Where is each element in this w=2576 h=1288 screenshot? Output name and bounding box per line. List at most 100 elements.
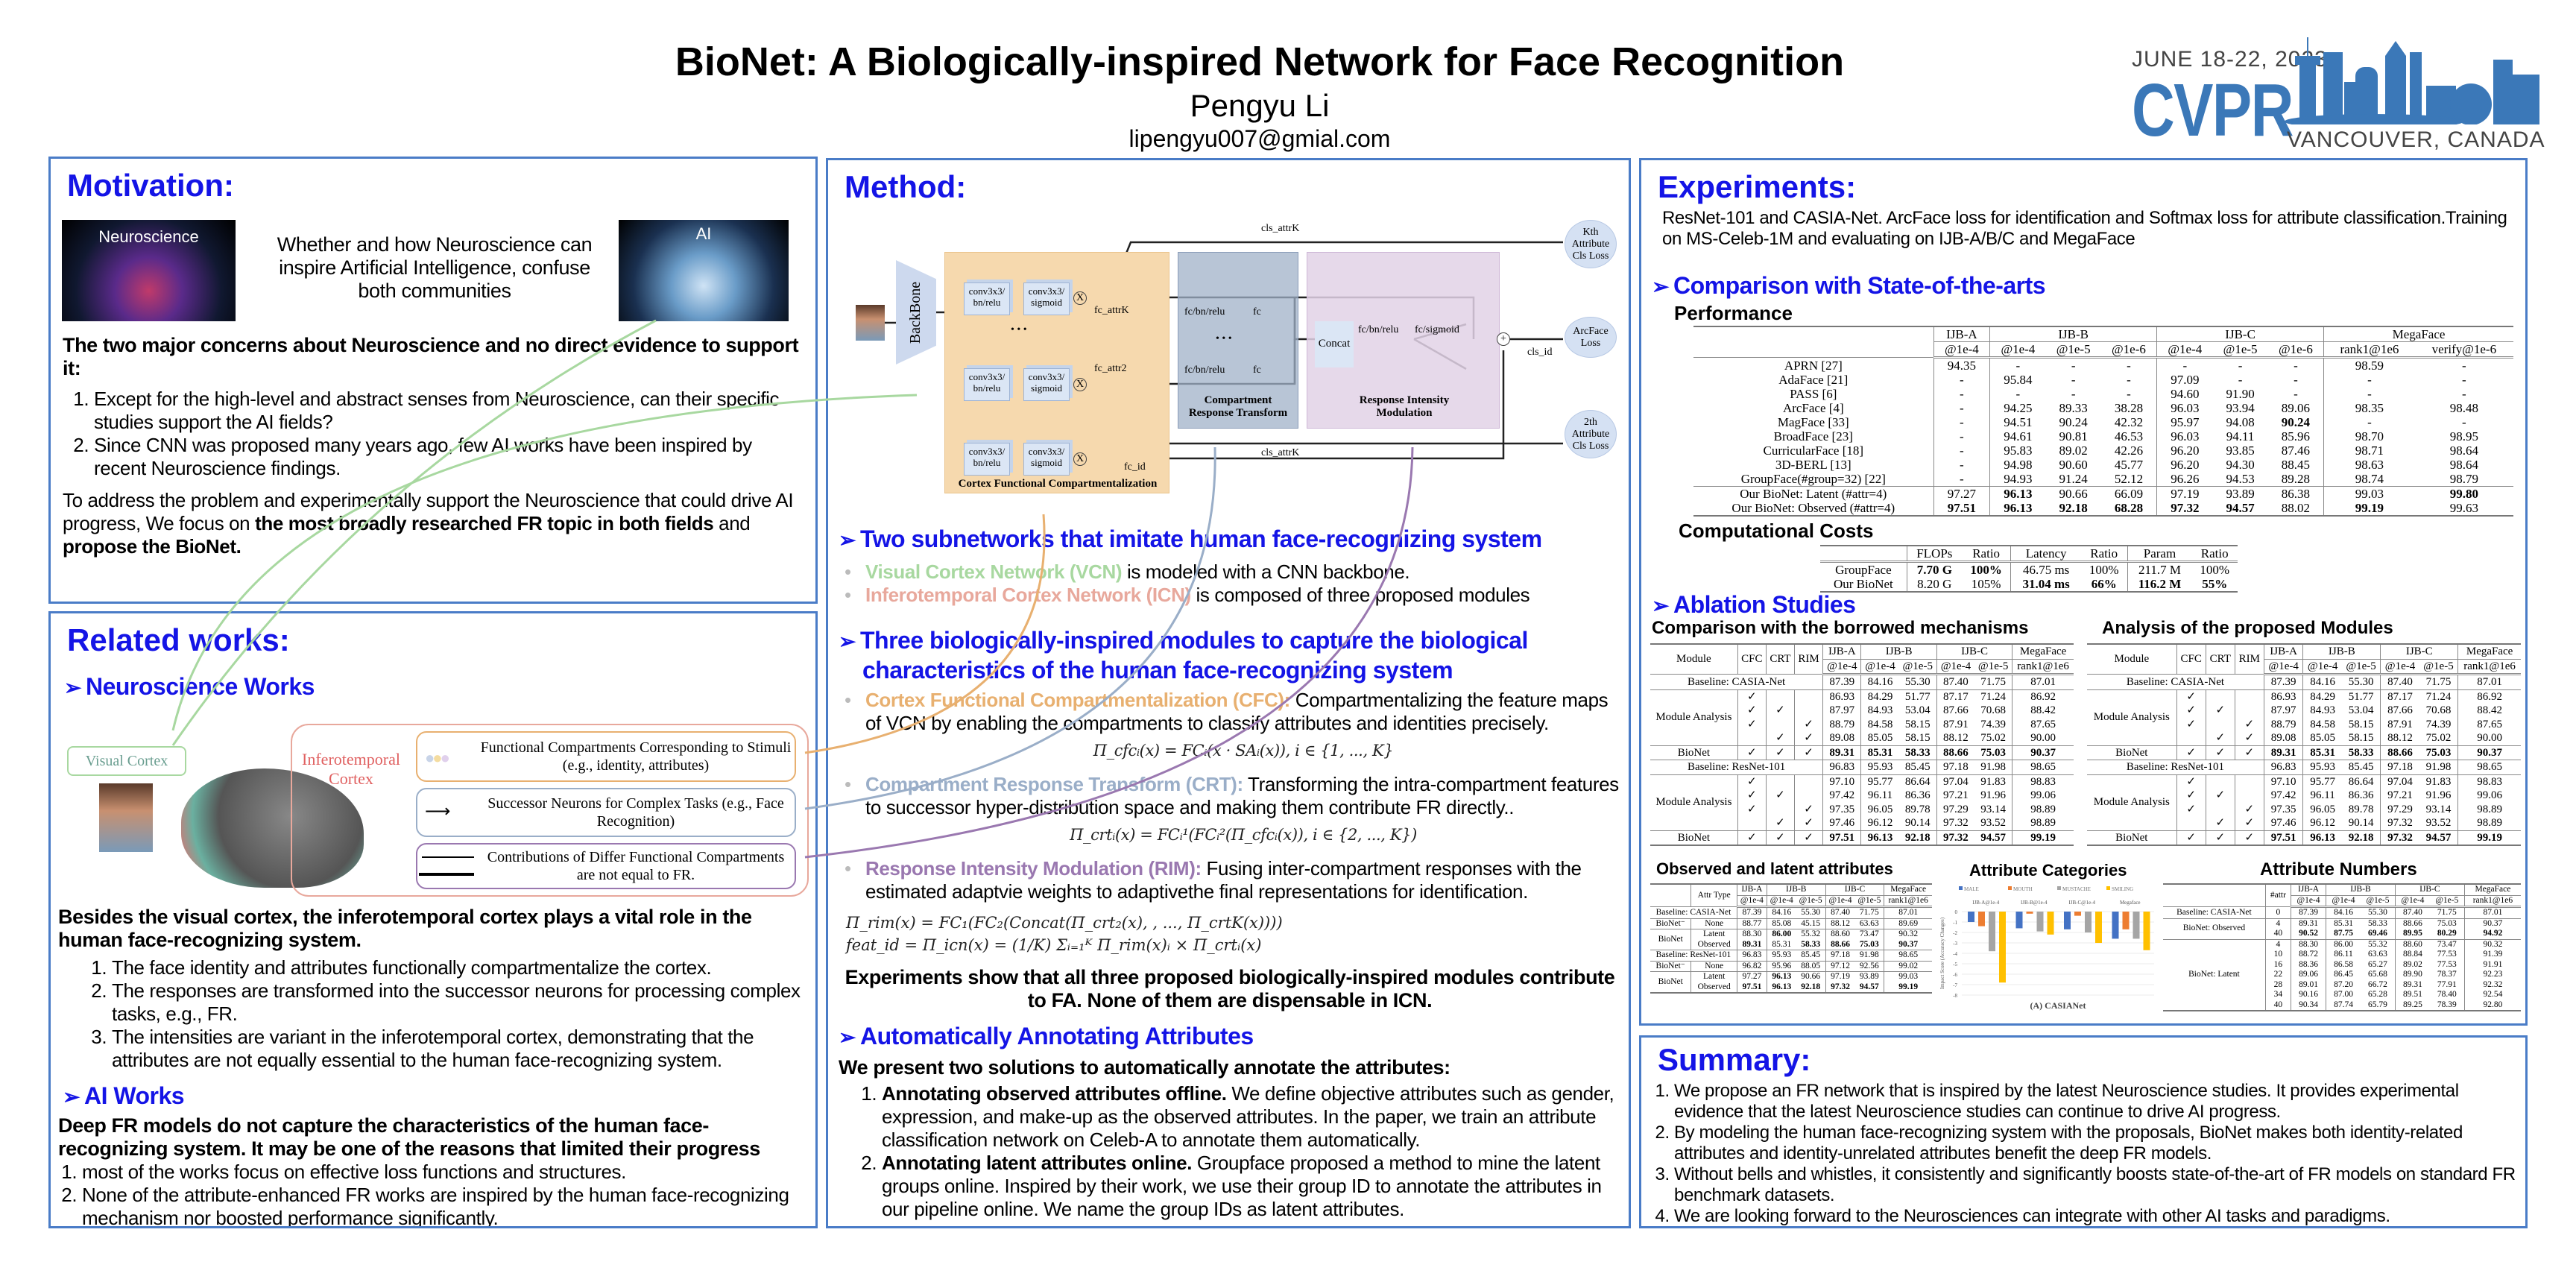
annotating-item-title: Annotating latent attributes online. <box>882 1152 1193 1174</box>
table-cell: 93.89 <box>2212 486 2268 501</box>
table-cell: 28 <box>2264 979 2291 990</box>
table-cell: - <box>2071 373 2076 387</box>
table-cell: 88.45 <box>2281 458 2311 472</box>
concerns-list: Except for the high-level and abstract s… <box>63 388 808 480</box>
ai-point: most of the works focus on effective los… <box>82 1161 807 1184</box>
header-cell: Module <box>2087 644 2177 675</box>
table-cell: 90.14 <box>1904 817 1931 829</box>
table-cell: 77.53 <box>2437 959 2457 969</box>
table-cell: 96.03 <box>2156 429 2213 443</box>
legend-contributions: Contributions of Differ Functional Compa… <box>416 843 796 889</box>
categories-title: Attribute Categories <box>1969 861 2127 880</box>
visual-cortex-label: Visual Cortex <box>67 746 186 776</box>
table-cell: ✓ <box>1737 745 1767 760</box>
table-cell: 96.03 <box>2156 401 2213 415</box>
table-cell: 94.11 <box>2226 429 2255 443</box>
table-cell: 87.01 <box>2012 674 2074 689</box>
inferotemporal-label: Inferotemporal Cortex <box>302 750 400 788</box>
table-cell <box>1794 689 1823 704</box>
method-panel: Method: BackBone conv3x3/ bn/relu conv3x… <box>826 158 1631 1228</box>
table-cell: BioNet <box>1650 830 1738 845</box>
table-cell: 66.09 <box>2100 486 2157 501</box>
table-cell: 87.66 <box>2380 704 2419 718</box>
table-cell: ✓ <box>2205 731 2235 745</box>
table-cell: 4 <box>2264 938 2291 950</box>
header-cell: @1e-5 <box>2419 659 2458 675</box>
table-cell: 45.15 <box>1796 918 1826 929</box>
table-cell: 99.06 <box>2012 789 2074 803</box>
table-cell: - <box>2323 415 2415 429</box>
table-cell: ✓ <box>1737 774 1767 789</box>
header-cell: @1e-4 <box>1936 659 1975 675</box>
legend-text: Successor Neurons for Complex Tasks (e.g… <box>487 795 784 830</box>
header-cell: IJB-A <box>1736 884 1767 896</box>
table-cell: Observed <box>1690 982 1737 993</box>
table-cell: 91.96 <box>1980 789 2006 801</box>
table-cell: ✓ <box>2234 731 2264 745</box>
header-cell: @1e-4 <box>1989 341 2046 359</box>
table-cell: 95.97 <box>2156 415 2213 429</box>
table-cell: 97.10 <box>2263 774 2303 789</box>
cvpr-logo: JUNE 18-22, 2023 CVPR VANCOUVER, CANADA <box>2132 34 2549 157</box>
table-cell: 98.64 <box>2449 443 2478 458</box>
table-cell <box>2234 689 2264 704</box>
table-cell: 73.47 <box>1854 929 1884 940</box>
table-cell: 98.79 <box>2449 472 2478 486</box>
table-cell: ✓ <box>1765 789 1795 803</box>
header-cell: @1e-5 <box>1898 659 1937 675</box>
experiments-panel: Experiments: ResNet-101 and CASIA-Net. A… <box>1639 158 2528 1026</box>
multiply-icon: X <box>1073 378 1087 391</box>
table-cell: 63.63 <box>2368 950 2387 959</box>
table-cell: 87.39 <box>1736 906 1767 918</box>
table-cell: 98.74 <box>2323 472 2415 487</box>
table-cell: 91.83 <box>1974 774 2012 789</box>
table-cell: 93.14 <box>2425 803 2452 815</box>
table-cell: 98.59 <box>2323 357 2415 373</box>
header-cell: @1e-5 <box>2360 895 2396 908</box>
costs-title: Computational Costs <box>1679 520 1874 542</box>
table-cell: 97.51 <box>1822 830 1861 845</box>
table-cell: 93.89 <box>1854 971 1884 982</box>
table-cell: 88.77 <box>1736 918 1767 929</box>
table-cell: 99.19 <box>2012 830 2074 845</box>
table-cell <box>1794 704 1823 718</box>
table-cell: 97.12 <box>1825 960 1855 972</box>
table-cell: 86.92 <box>2457 689 2521 704</box>
table-cell: 87.39 <box>2290 906 2326 918</box>
header-cell: MegaFace <box>1884 884 1932 896</box>
table-cell: BioNet⁻ <box>1650 918 1691 929</box>
table-cell: 97.32 <box>2380 830 2419 845</box>
ai-works-label: AI Works <box>83 1082 185 1109</box>
header-cell: IJB-A <box>1933 326 1990 342</box>
header-cell: CFC <box>1737 644 1767 675</box>
header-cell: IJB-B <box>2326 884 2396 896</box>
table-cell: MagFace [33] <box>1777 415 1849 429</box>
author-email: lipengyu007@gmial.com <box>1128 125 1391 152</box>
table-cell: 97.51 <box>2263 830 2303 845</box>
table-cell: Module Analysis <box>1650 689 1738 745</box>
table-cell: 97.29 <box>2380 802 2419 816</box>
related-works-panel: Related works: ➢Neuroscience Works Visua… <box>48 611 818 1228</box>
table-cell: 73.47 <box>2429 938 2465 950</box>
table-cell: 89.31 <box>2290 918 2326 929</box>
table-cell: ✓ <box>1737 802 1767 816</box>
poster-title: BioNet: A Biologically-inspired Network … <box>675 40 1845 84</box>
rim-text: Fusing inter-compartment responses with … <box>865 857 1582 903</box>
table-cell: BioNet: Latent <box>2163 938 2266 1011</box>
neuroscience-works-heading: ➢Neuroscience Works <box>64 673 315 701</box>
table-cell: 80.29 <box>2437 929 2457 938</box>
table-cell: 94.08 <box>2226 415 2255 429</box>
table-cell: - <box>2127 373 2131 387</box>
summary-item: We are looking forward to the Neuroscien… <box>1674 1206 2519 1226</box>
input-face-image <box>856 305 885 341</box>
table-cell: 65.27 <box>2368 959 2387 969</box>
skyline-icon <box>2285 37 2539 124</box>
table-cell: 97.32 <box>1936 830 1975 845</box>
table-cell: 87.74 <box>2326 1000 2361 1011</box>
